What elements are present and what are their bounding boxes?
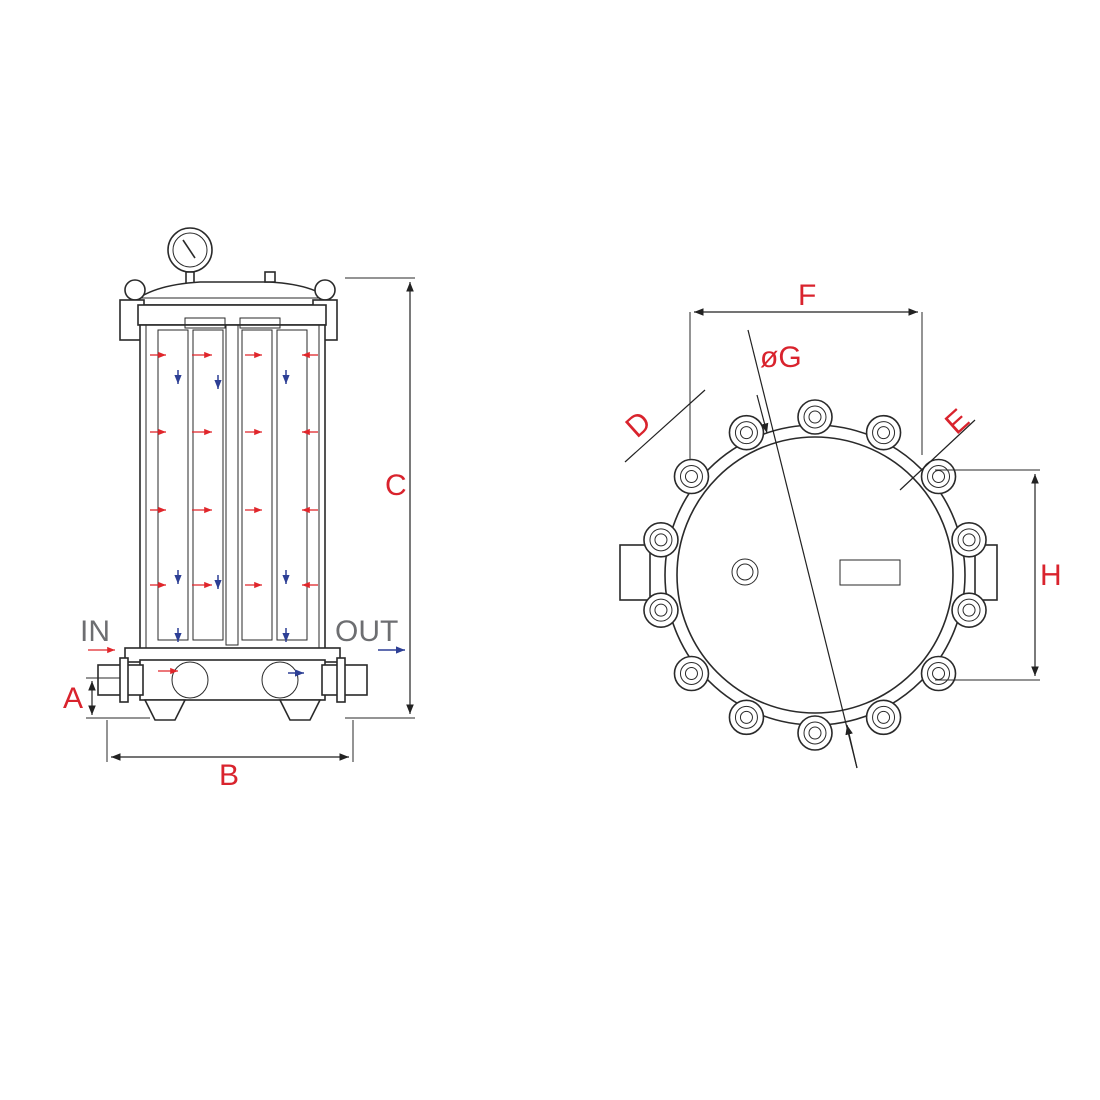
filter-cartridges <box>157 317 308 646</box>
vessel-body <box>139 324 326 651</box>
pressure-gauge-icon <box>167 227 213 287</box>
dimension-g <box>747 329 858 769</box>
dimension-e <box>899 419 976 491</box>
dimension-d <box>624 389 706 463</box>
dimension-f-label: F <box>798 279 816 312</box>
flow-arrows <box>150 351 318 677</box>
side-view: IN OUT C B A <box>63 227 415 792</box>
dimension-h-label: H <box>1040 559 1062 592</box>
dimension-b-label: B <box>219 759 239 792</box>
dimension-e-label: E <box>939 403 976 441</box>
dimension-a-label: A <box>63 682 83 715</box>
lid <box>128 281 337 306</box>
lid-top <box>676 436 954 714</box>
nameplate <box>839 559 901 586</box>
outlet-label: OUT <box>335 615 398 648</box>
dimension-c-label: C <box>385 469 407 502</box>
top-view: F øG D E H <box>619 279 1062 769</box>
dimension-g-label: øG <box>760 341 802 374</box>
inlet-label: IN <box>80 615 110 648</box>
